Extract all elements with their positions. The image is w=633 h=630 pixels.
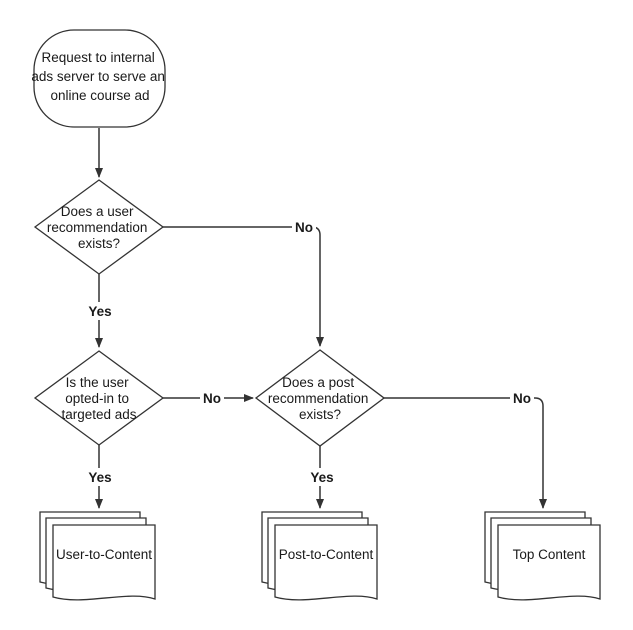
edge-user-rec-no [163,226,324,347]
multi-document-post-to-content-label: Post-to-Content [279,547,374,562]
edge-label-post-rec-no: No [513,391,531,406]
decision-user-recommendation-line-3: exists? [78,236,120,251]
decision-user-recommendation-line-2: recommendation [47,220,148,235]
edge-label-opted-in-no: No [203,391,221,406]
multi-document-user-to-content-label: User-to-Content [56,547,152,562]
multi-document-post-to-content[interactable]: Post-to-Content [261,511,378,601]
svg-text:Request to internal ads: Request to internal ads server to serve … [31,50,168,103]
start-node-line-3: online course ad [50,88,149,103]
decision-user-recommendation-line-1: Does a user [61,204,134,219]
start-node[interactable]: Request to internal ads server to serve … [31,29,168,128]
multi-document-top-content[interactable]: Top Content [484,511,601,601]
start-node-line-2: ads server to serve an [31,69,165,84]
decision-opted-in-line-3: targeted ads [61,407,136,422]
multi-document-top-content-label: Top Content [513,547,586,562]
decision-user-recommendation[interactable]: Does a user recommendation exists? [33,179,165,275]
decision-opted-in-line-1: Is the user [66,375,130,390]
edge-labels: No Yes No Yes Yes No [86,218,534,486]
start-node-line-1: Request to internal [41,50,154,65]
decision-post-recommendation-line-2: recommendation [268,391,369,406]
decision-post-recommendation-line-1: Does a post [282,375,354,390]
svg-text:Does a user recommendati: Does a user recommendation exists? [47,204,151,251]
decision-opted-in[interactable]: Is the user opted-in to targeted ads [33,350,165,446]
edge-label-user-rec-yes: Yes [88,304,111,319]
svg-text:Does a post recommendati: Does a post recommendation exists? [268,375,372,422]
decision-opted-in-line-2: opted-in to [65,391,129,406]
multi-document-user-to-content[interactable]: User-to-Content [39,511,156,601]
decision-post-recommendation[interactable]: Does a post recommendation exists? [254,349,386,447]
edge-label-user-rec-no: No [295,220,313,235]
edge-label-post-rec-yes: Yes [310,470,333,485]
edge-label-opted-in-yes: Yes [88,470,111,485]
decision-post-recommendation-line-3: exists? [299,407,341,422]
edge-post-rec-no [383,397,547,509]
svg-text:Is the user opted-in to: Is the user opted-in to targeted ads [61,375,136,422]
edges [95,128,547,509]
